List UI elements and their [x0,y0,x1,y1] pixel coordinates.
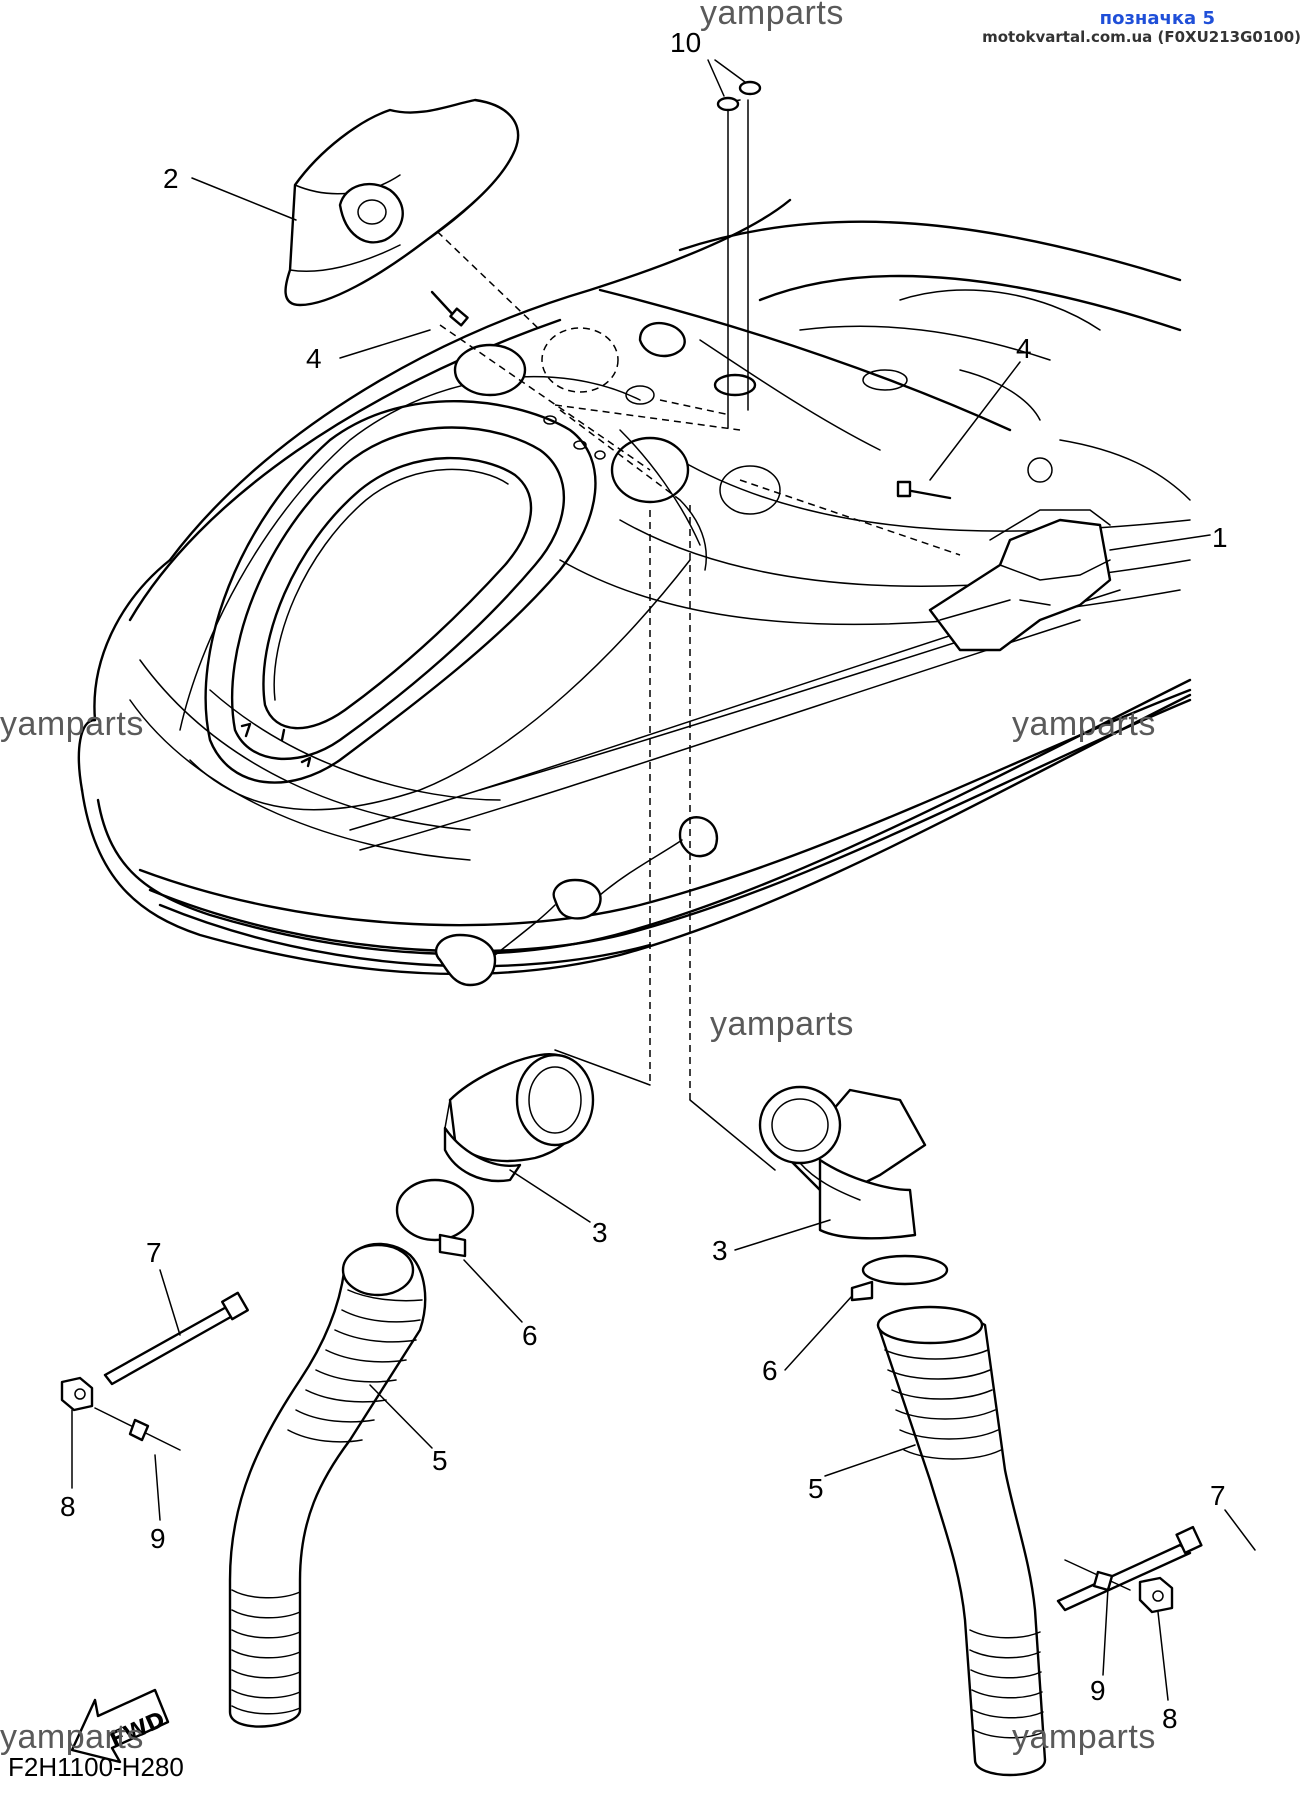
part-7-cable-tie-right [1056,1525,1203,1612]
callout-4-right: 4 [1016,333,1032,364]
part-8-clamp-right [1138,1576,1174,1614]
part-3-left-vent [443,1053,595,1183]
part-6-left-clamp [395,1178,475,1258]
callout-numbers: 10 2 4 4 1 3 3 6 6 7 7 8 8 9 9 5 5 [60,27,1228,1734]
header-label: позначка 5 [1099,8,1215,29]
callout-5-right: 5 [808,1473,824,1504]
part-5-right-hose [876,1305,1047,1777]
assembly-lines [419,99,961,1171]
callout-9-right: 9 [1090,1675,1106,1706]
watermark-right: yamparts [1012,705,1156,743]
part-2-bracket [284,98,520,307]
callout-3-right: 3 [712,1235,728,1266]
part-9-rivet-right [1064,1559,1131,1592]
callout-3-left: 3 [592,1217,608,1248]
watermark-bottom-left: yamparts [0,1718,144,1756]
part-8-clamp-left [60,1376,94,1412]
callout-2: 2 [163,163,179,194]
watermark-left: yamparts [0,705,144,743]
bow-grab-handles [434,816,719,987]
header-source: motokvartal.com.ua (F0XU213G0100) [982,28,1301,46]
callout-6-right: 6 [762,1355,778,1386]
callout-1: 1 [1212,522,1228,553]
callout-8-right: 8 [1162,1703,1178,1734]
watermark-bottom-right: yamparts [1012,1718,1156,1756]
part-5-left-hose [228,1242,427,1728]
callout-7-left: 7 [146,1237,162,1268]
diagram-code: F2H1100-H280 [8,1752,184,1782]
callout-6-left: 6 [522,1320,538,1351]
deck-hull [77,198,1192,976]
watermark-top: yamparts [700,0,844,32]
part-10-caps [707,59,762,112]
part-9-rivet-left [94,1407,181,1451]
callout-7-right: 7 [1210,1480,1226,1511]
callout-8-left: 8 [60,1491,76,1522]
leader-lines [71,177,1256,1701]
callout-5-left: 5 [432,1445,448,1476]
front-hood [179,375,691,811]
callout-4-left: 4 [306,343,322,374]
watermark-middle: yamparts [710,1005,854,1043]
part-6-right-clamp [850,1254,949,1302]
part-7-cable-tie-left [103,1291,249,1386]
callout-9-left: 9 [150,1523,166,1554]
part-4-rivets [430,290,952,500]
part-3-right-vent [758,1085,927,1240]
callout-10: 10 [670,27,701,58]
part-1-bracket [928,509,1112,652]
